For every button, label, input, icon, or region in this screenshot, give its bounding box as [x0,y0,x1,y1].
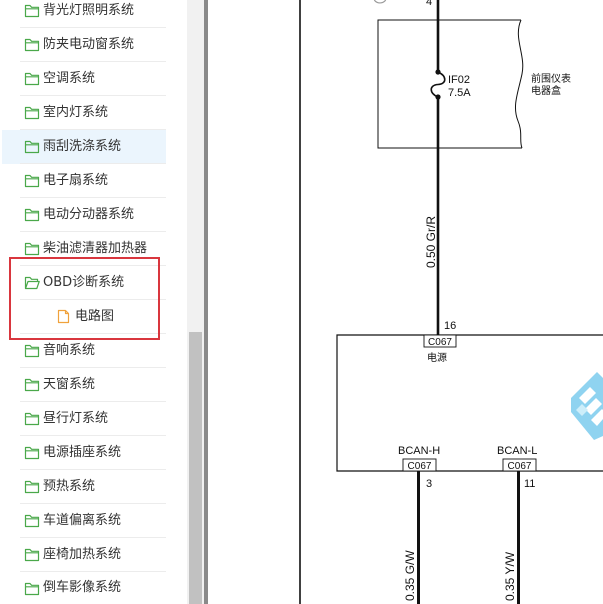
tree-item-interior-light-system[interactable]: 室内灯系统 [0,96,187,130]
supply-pin-number: 16 [444,320,456,332]
folder-icon [24,4,40,18]
fuse-symbol [430,71,446,98]
supply-connector-id: C067 [428,337,452,348]
folder-icon [24,344,40,358]
tree-item-label: 电路图 [75,309,115,324]
folder-icon [24,378,40,392]
fuse-name: IF02 [448,74,470,86]
folder-tree: 背光灯照明系统 防夹电动窗系统 空调系统 室内灯系统 雨刮洗涤系统 电子扇系统 … [0,0,187,604]
tree-item-circuit-diagram[interactable]: 电路图 [0,300,187,334]
tree-item-label: 倒车影像系统 [43,580,122,595]
tree-item-electric-transfer-case-system[interactable]: 电动分动器系统 [0,198,187,232]
tree-item-seat-heating-system[interactable]: 座椅加热系统 [0,538,187,572]
tree-item-label: 防夹电动窗系统 [43,37,135,52]
folder-icon [24,174,40,188]
watermark-logo-cell [591,409,603,426]
tree-item-label: 音响系统 [43,343,96,358]
module-outline [336,334,603,472]
tree-item-rear-view-camera-system[interactable]: 倒车影像系统 [0,572,187,604]
fuse-rating: 7.5A [448,87,471,99]
tree-item-label: 柴油滤清器加热器 [43,241,148,256]
tree-item-backlight-lighting-system[interactable]: 背光灯照明系统 [0,0,187,28]
tree-item-daytime-running-light-system[interactable]: 昼行灯系统 [0,402,187,436]
folder-icon [24,72,40,86]
fuse-terminal-bottom [435,94,441,100]
sidebar-tree-panel: 背光灯照明系统 防夹电动窗系统 空调系统 室内灯系统 雨刮洗涤系统 电子扇系统 … [0,0,187,604]
tree-item-label: 室内灯系统 [43,105,109,120]
watermark-logo-cell [585,398,602,415]
folder-icon [24,548,40,562]
tree-item-label: 电动分动器系统 [43,207,135,222]
folder-icon [24,242,40,256]
supply-connector-tag [423,334,457,348]
tree-item-obd-diagnostic-system[interactable]: OBD诊断系统 [0,266,187,300]
tree-item-label: 车道偏离系统 [43,513,122,528]
watermark-logo-cell [579,387,596,404]
supply-label: 电源 [427,351,447,364]
bcan-l-label: BCAN-L [497,445,537,457]
annotation-highlight-box [9,257,160,340]
supply-wire-label: 0.50 Gr/R [424,216,438,268]
splice-point-arc [373,0,387,4]
fuse-box-label-line-1: 前围仪表 [531,72,571,85]
tree-item-label: 座椅加热系统 [43,547,122,562]
bcan-h-pin-number: 3 [426,478,432,490]
tree-item-label: 昼行灯系统 [43,411,109,426]
folder-icon [24,480,40,494]
tree-item-anti-pinch-power-window-system[interactable]: 防夹电动窗系统 [0,28,187,62]
tree-item-label: 电子扇系统 [43,173,109,188]
folder-icon [24,412,40,426]
folder-icon [24,140,40,154]
tree-item-diesel-filter-heater[interactable]: 柴油滤清器加热器 [0,232,187,266]
bcan-h-label: BCAN-H [398,445,440,457]
folder-icon [24,514,40,528]
bcan-h-connector-id: C067 [408,461,432,472]
tree-item-sunroof-system[interactable]: 天窗系统 [0,368,187,402]
fuse-box-outline [377,19,522,149]
tree-item-electronic-fan-system[interactable]: 电子扇系统 [0,164,187,198]
fuse-box-break-edge [515,19,524,149]
bcan-l-pin-number: 11 [524,478,535,490]
tree-item-power-socket-system[interactable]: 电源插座系统 [0,436,187,470]
tree-item-label: 电源插座系统 [43,445,122,460]
tree-item-label: OBD诊断系统 [43,275,125,290]
folder-icon [24,106,40,120]
tree-item-label: 空调系统 [43,71,96,86]
watermark-logo-cell [576,404,588,416]
bcan-l-wire-label: 0.35 Y/W [503,551,517,601]
tree-item-label: 雨刮洗涤系统 [43,139,122,154]
tree-item-lane-departure-system[interactable]: 车道偏离系统 [0,504,187,538]
bcan-h-wire-label: 0.35 G/W [403,550,417,601]
upstream-pin-number: 4 [426,0,432,8]
fuse-box-label-line-2: 电器盒 [531,84,561,97]
tree-item-air-conditioning-system[interactable]: 空调系统 [0,62,187,96]
folder-icon [24,446,40,460]
sidebar-scrollbar-thumb[interactable] [189,332,202,604]
panel-splitter[interactable] [204,0,208,604]
tree-item-label: 天窗系统 [43,377,96,392]
bcan-l-connector-id: C067 [508,461,532,472]
tree-item-audio-system[interactable]: 音响系统 [0,334,187,368]
tree-item-preheating-system[interactable]: 预热系统 [0,470,187,504]
fuse-terminal-top [435,69,441,75]
watermark-logo [571,372,603,440]
folder-icon [24,38,40,52]
tree-item-wiper-washer-system[interactable]: 雨刮洗涤系统 [0,130,187,164]
folder-icon [24,582,40,596]
tree-item-label: 预热系统 [43,479,96,494]
diagram-viewer[interactable]: 4 IF02 7.5A 前围仪表 电器盒 0.50 Gr/R 16 C067 电… [208,0,603,604]
folder-icon [24,208,40,222]
tree-item-label: 背光灯照明系统 [43,3,135,18]
circuit-diagram: 4 IF02 7.5A 前围仪表 电器盒 0.50 Gr/R 16 C067 电… [299,0,603,604]
